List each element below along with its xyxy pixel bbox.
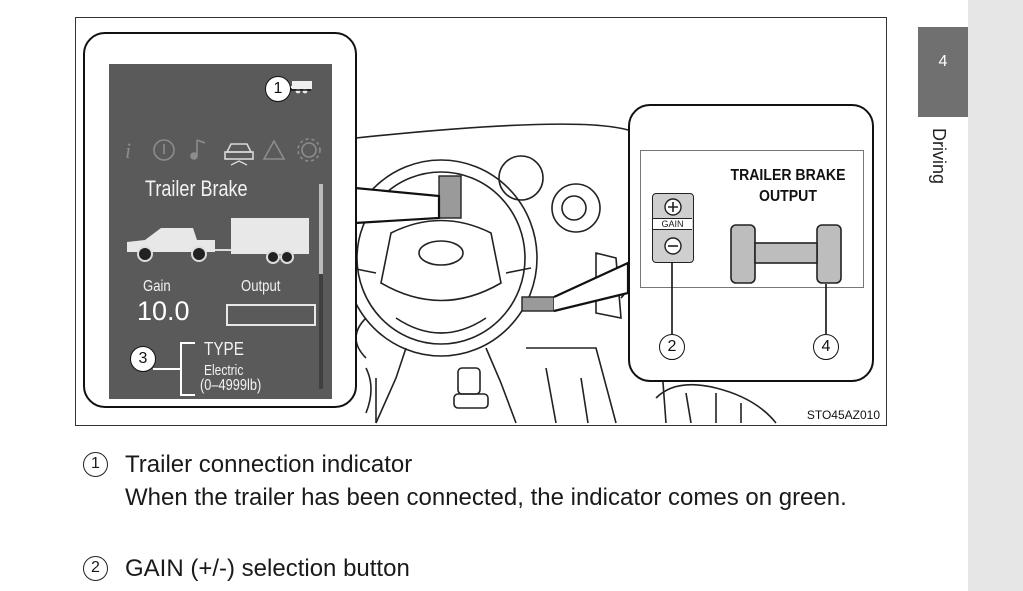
screen-title: Trailer Brake [145, 176, 248, 201]
gain-selection-button[interactable]: GAIN [652, 193, 694, 263]
output-bar [226, 304, 316, 326]
gain-value: 10.0 [137, 296, 190, 326]
scroll-bar-thumb [319, 184, 323, 274]
scroll-bar-track [319, 184, 323, 389]
legend-item: 2 GAIN (+/-) selection button [83, 552, 883, 585]
callout-1-leader [291, 89, 311, 91]
minus-icon [664, 237, 682, 255]
type-bracket [153, 342, 195, 396]
legend-number: 2 [83, 556, 108, 581]
chapter-number-tab[interactable]: 4 [918, 27, 968, 117]
controller-callout: TRAILER BRAKE OUTPUT GAIN [628, 104, 874, 382]
legend-description: When the trailer has been connected, the… [125, 484, 847, 511]
callout-number-1: 1 [265, 76, 291, 102]
display-callout: i Trailer Brake [83, 32, 357, 408]
type-range: (0–4999lb) [200, 377, 262, 394]
output-indicator [730, 224, 842, 284]
controller-title: TRAILER BRAKE OUTPUT [730, 167, 846, 205]
legend-item: 1 Trailer connection indicator When the … [83, 448, 883, 552]
legend-number: 1 [83, 452, 108, 477]
multi-info-display: i Trailer Brake [109, 64, 332, 399]
output-label: Output [241, 278, 281, 295]
dashboard-illustration [344, 123, 777, 424]
gain-label: Gain [143, 278, 171, 295]
legend-list: 1 Trailer connection indicator When the … [83, 448, 883, 585]
figure-frame: i Trailer Brake [75, 17, 887, 426]
menu-icon-row: i [125, 138, 321, 166]
plus-icon [664, 198, 682, 216]
legend-title: Trailer connection indicator [125, 451, 413, 478]
callout-number-2: 2 [659, 334, 685, 360]
callout-number-4: 4 [813, 334, 839, 360]
type-label: TYPE [204, 339, 244, 359]
type-value: Electric [204, 362, 244, 379]
side-tab [968, 0, 1023, 591]
legend-title: GAIN (+/-) selection button [125, 555, 410, 582]
chapter-title: Driving [929, 128, 949, 185]
svg-text:i: i [125, 138, 131, 163]
truck-trailer-illustration [127, 218, 309, 264]
controller-leaders [671, 262, 827, 334]
callout-number-3: 3 [130, 346, 156, 372]
figure-code: STO45AZ010 [806, 408, 880, 422]
trailer-brake-controller: TRAILER BRAKE OUTPUT GAIN [640, 150, 864, 288]
gain-button-label: GAIN [653, 218, 692, 230]
